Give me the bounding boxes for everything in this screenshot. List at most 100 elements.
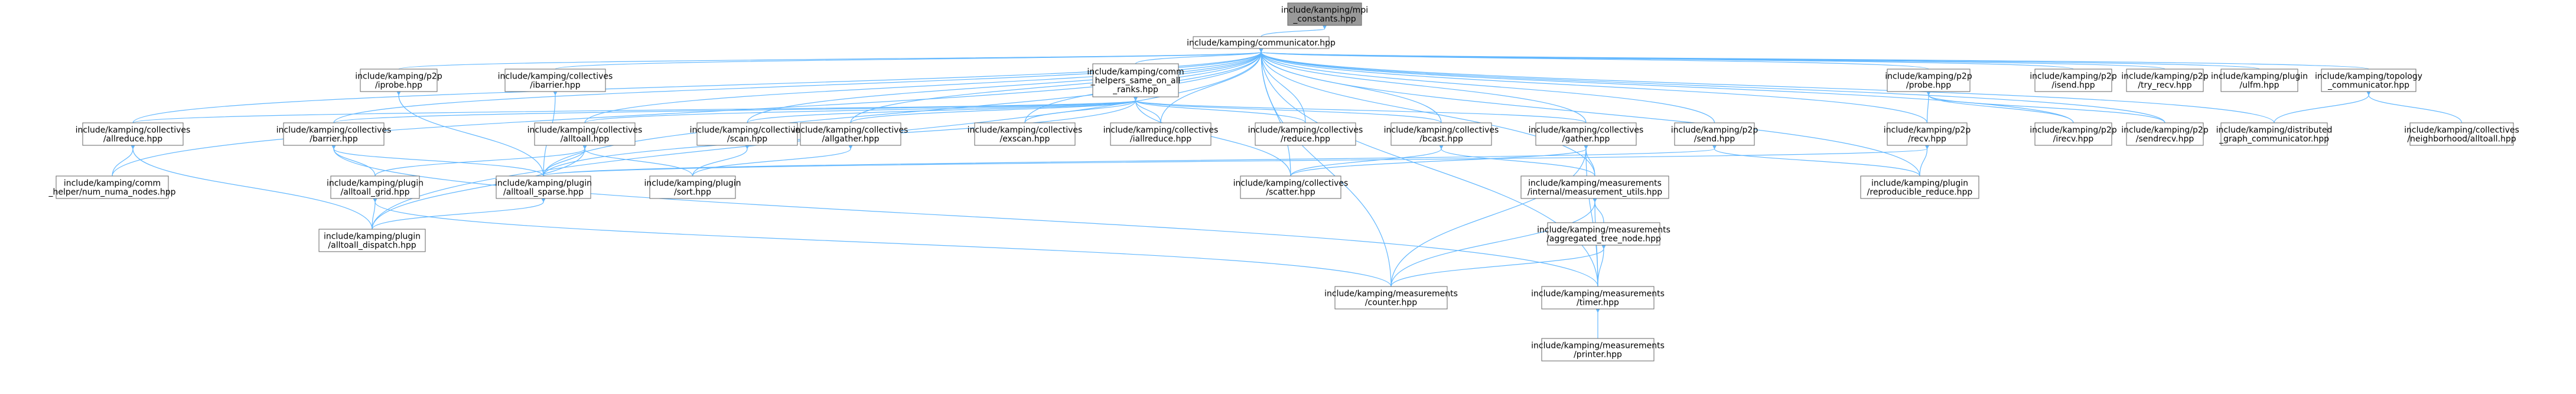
node-coll-neighborhood[interactable]: include/kamping/collectives/neighborhood… — [2404, 122, 2519, 146]
node-box — [2034, 122, 2112, 146]
include-edge-coll_allgather-to-communicator — [850, 47, 1264, 123]
include-edge-meas_counter-to-meas_internal — [1390, 197, 1598, 287]
node-coll-bcast[interactable]: include/kamping/collectives/bcast.hpp — [1384, 122, 1499, 146]
node-label-line: include/kamping/collectives — [498, 72, 613, 82]
node-label-line: include/kamping/p2p — [2121, 72, 2209, 82]
include-edge-dist_graph-to-topology — [2274, 90, 2372, 123]
include-edge-plugin_alltoall_dispatch-to-coll_alltoall — [372, 144, 588, 230]
node-box — [1535, 122, 1637, 146]
node-box — [1193, 36, 1330, 49]
node-coll-allgather[interactable]: include/kamping/collectives/allgather.hp… — [793, 122, 908, 146]
node-box — [496, 175, 591, 199]
node-meas-counter[interactable]: include/kamping/measurements/counter.hpp — [1324, 286, 1458, 310]
node-p2p-iprobe[interactable]: include/kamping/p2p/iprobe.hpp — [355, 69, 442, 92]
node-label-line: include/kamping/comm — [1087, 67, 1184, 77]
node-coll-exscan[interactable]: include/kamping/collectives/exscan.hpp — [968, 122, 1083, 146]
node-comm-helpers-numa[interactable]: include/kamping/comm_helper/num_numa_nod… — [48, 175, 176, 199]
node-label-line: /alltoall_sparse.hpp — [503, 188, 584, 197]
include-edge-plugin_alltoall_sparse-to-coll_barrier — [331, 144, 544, 177]
node-label-line: include/kamping/collectives — [527, 126, 643, 135]
node-meas-timer[interactable]: include/kamping/measurements/timer.hpp — [1531, 286, 1665, 310]
node-label-line: /ibarrier.hpp — [530, 81, 581, 90]
node-box — [800, 122, 901, 146]
include-edge-coll_scan-to-communicator — [747, 47, 1264, 123]
node-coll-scan[interactable]: include/kamping/collectives/scan.hpp — [690, 122, 805, 146]
node-box — [1110, 122, 1212, 146]
node-coll-allreduce[interactable]: include/kamping/collectives/allreduce.hp… — [76, 122, 191, 146]
include-edge-plugin_alltoall_dispatch-to-coll_allreduce — [130, 144, 373, 230]
node-label-line: include/kamping/collectives — [1233, 179, 1349, 188]
node-topology[interactable]: include/kamping/topology_communicator.hp… — [2315, 69, 2422, 92]
node-plugin-alltoall-sparse[interactable]: include/kamping/plugin/alltoall_sparse.h… — [495, 175, 592, 199]
node-coll-ibarrier[interactable]: include/kamping/collectives/ibarrier.hpp — [498, 69, 613, 92]
node-label-line: include/kamping/topology — [2315, 72, 2422, 82]
node-box — [1520, 175, 1669, 199]
node-label-line: include/kamping/communicator.hpp — [1187, 38, 1336, 48]
node-coll-iallreduce[interactable]: include/kamping/collectives/iallreduce.h… — [1103, 122, 1219, 146]
file-nodes: include/kamping/mpi_constants.hppinclude… — [48, 2, 2519, 362]
node-communicator[interactable]: include/kamping/communicator.hpp — [1187, 36, 1336, 49]
node-p2p-try-recv[interactable]: include/kamping/p2p/try_recv.hpp — [2121, 69, 2209, 92]
node-meas-internal[interactable]: include/kamping/measurements/internal/me… — [1520, 175, 1669, 199]
node-box — [360, 69, 438, 92]
node-box — [504, 69, 606, 92]
node-label-line: _helper/num_numa_nodes.hpp — [48, 188, 175, 197]
node-plugin-sort[interactable]: include/kamping/plugin/sort.hpp — [644, 175, 741, 199]
include-edge-meas_timer-to-coll_barrier — [331, 144, 1598, 287]
node-label-line: include/kamping/plugin — [327, 179, 424, 188]
include-edge-coll_barrier-to-comm_helpers — [333, 96, 1139, 123]
node-box — [82, 122, 184, 146]
include-edge-meas_timer-to-meas_aggregated — [1597, 244, 1607, 287]
node-plugin-alltoall-grid[interactable]: include/kamping/plugin/alltoall_grid.hpp — [327, 175, 424, 199]
node-label-line: include/kamping/measurements — [1324, 289, 1458, 299]
node-constants[interactable]: include/kamping/mpi_constants.hpp — [1281, 2, 1368, 26]
node-box — [56, 175, 169, 199]
include-edge-p2p_recv-to-p2p_probe — [1926, 90, 1932, 123]
include-edge-coll_allreduce-to-comm_helpers — [132, 96, 1139, 123]
node-label-line: /alltoall_dispatch.hpp — [328, 241, 416, 250]
node-p2p-irecv[interactable]: include/kamping/p2p/irecv.hpp — [2030, 122, 2117, 146]
node-box — [2321, 69, 2417, 92]
node-p2p-send[interactable]: include/kamping/p2p/send.hpp — [1671, 122, 1758, 146]
node-box — [1541, 338, 1655, 362]
node-coll-reduce[interactable]: include/kamping/collectives/reduce.hpp — [1248, 122, 1363, 146]
node-label-line: include/kamping/measurements — [1531, 289, 1665, 299]
node-label-line: include/kamping/p2p — [1884, 126, 1971, 135]
node-label-line: /iallreduce.hpp — [1130, 135, 1191, 144]
node-label-line: include/kamping/p2p — [2121, 126, 2209, 135]
include-edge-coll_iallreduce-to-communicator — [1160, 47, 1264, 123]
node-label-line: include/kamping/plugin — [2211, 72, 2308, 82]
node-p2p-isend[interactable]: include/kamping/p2p/isend.hpp — [2030, 69, 2117, 92]
node-label-line: include/kamping/collectives — [793, 126, 908, 135]
node-coll-scatter[interactable]: include/kamping/collectives/scatter.hpp — [1233, 175, 1349, 199]
node-p2p-probe[interactable]: include/kamping/p2p/probe.hpp — [1885, 69, 1972, 92]
node-label-line: include/kamping/plugin — [644, 179, 741, 188]
node-coll-barrier[interactable]: include/kamping/collectives/barrier.hpp — [276, 122, 392, 146]
node-label-line: include/kamping/collectives — [1248, 126, 1363, 135]
node-label-line: /scatter.hpp — [1266, 188, 1315, 197]
include-edge-p2p_recv-to-communicator — [1258, 47, 1928, 123]
node-plugin-reproducible[interactable]: include/kamping/plugin/reproducible_redu… — [1860, 175, 1979, 199]
node-plugin-ulfm[interactable]: include/kamping/plugin/ulfm.hpp — [2211, 69, 2308, 92]
node-label-line: /reduce.hpp — [1281, 135, 1330, 144]
node-comm-helpers[interactable]: include/kamping/comm_helpers_same_on_all… — [1087, 63, 1184, 97]
node-coll-alltoall[interactable]: include/kamping/collectives/alltoall.hpp — [527, 122, 643, 146]
node-box — [318, 229, 426, 252]
node-meas-aggregated[interactable]: include/kamping/measurements/aggregated_… — [1537, 222, 1670, 246]
node-plugin-alltoall-dispatch[interactable]: include/kamping/plugin/alltoall_dispatch… — [318, 229, 426, 252]
node-meas-printer[interactable]: include/kamping/measurements/printer.hpp — [1531, 338, 1665, 362]
node-p2p-recv[interactable]: include/kamping/p2p/recv.hpp — [1884, 122, 1971, 146]
node-dist-graph[interactable]: include/kamping/distributed_graph_commun… — [2216, 122, 2333, 146]
node-label-line: /alltoall_grid.hpp — [340, 188, 409, 197]
node-coll-gather[interactable]: include/kamping/collectives/gather.hpp — [1529, 122, 1644, 146]
include-edge-p2p_irecv-to-communicator — [1258, 47, 2074, 123]
node-label-line: /send.hpp — [1694, 135, 1735, 144]
node-label-line: /iprobe.hpp — [375, 81, 422, 90]
node-box — [1860, 175, 1979, 199]
node-box — [1541, 286, 1655, 310]
node-box — [1092, 63, 1179, 97]
node-p2p-sendrecv[interactable]: include/kamping/p2p/sendrecv.hpp — [2121, 122, 2209, 146]
node-label-line: include/kamping/measurements — [1528, 179, 1662, 188]
node-label-line: _ranks.hpp — [1112, 85, 1158, 95]
include-edge-plugin_alltoall_sparse-to-p2p_iprobe — [396, 90, 544, 177]
